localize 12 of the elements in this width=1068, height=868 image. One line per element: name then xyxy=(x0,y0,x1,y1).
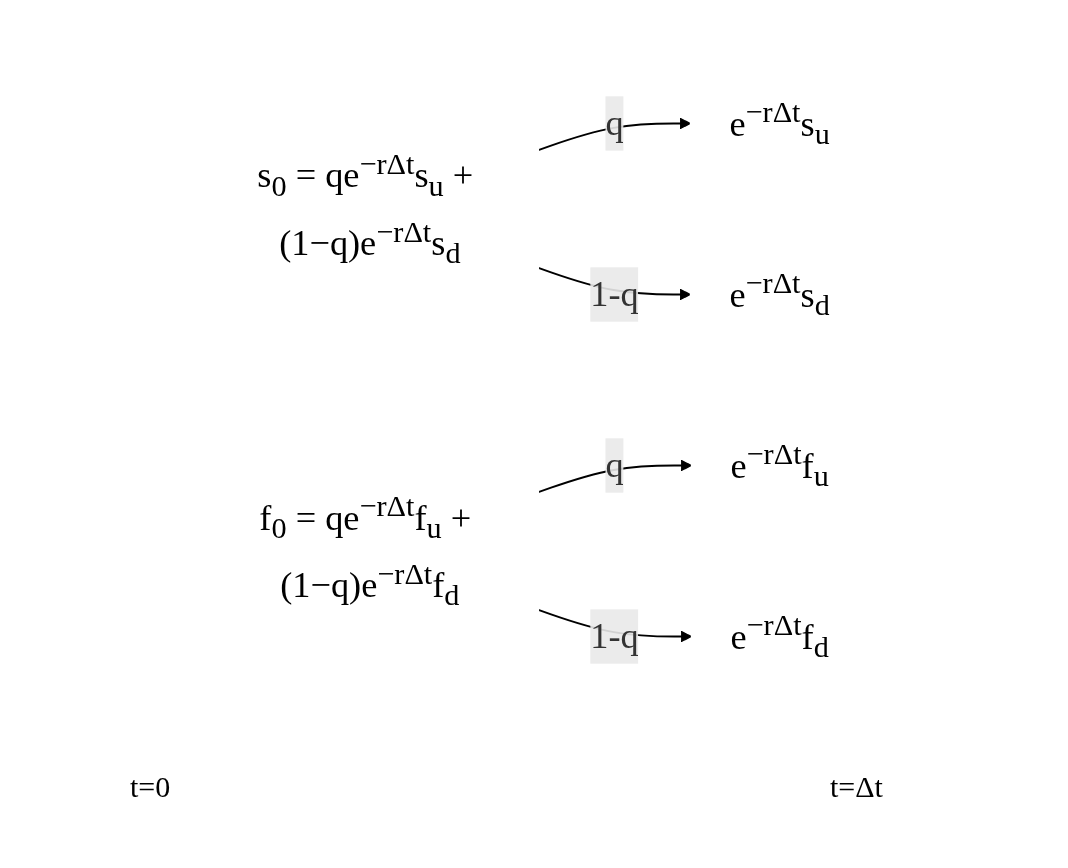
node-text: f$_{0}$ = qe$^{−rΔt}$f$_{u}$ + (1−q)e$^{−rΔt}$f$_{d}$ xyxy=(259,488,472,612)
node-text: e$^{−rΔt}$f$_{d}$ xyxy=(730,608,829,664)
edge-label: q xyxy=(605,102,624,143)
edge-label: 1-q xyxy=(590,273,639,314)
node-text: s$_{0}$ = qe$^{−rΔt}$s$_{u}$ + (1−q)e$^{−rΔt}$s$_{d}$ xyxy=(257,146,474,270)
time-label: t=Δt xyxy=(830,770,883,804)
node-text: e$^{−rΔt}$f$_{u}$ xyxy=(730,437,829,493)
time-label: t=0 xyxy=(130,770,171,804)
edge-label: q xyxy=(605,444,624,485)
node-text: e$^{−rΔt}$s$_{d}$ xyxy=(729,266,830,322)
edge-label: 1-q xyxy=(590,615,639,656)
node-text: e$^{−rΔt}$s$_{u}$ xyxy=(729,95,830,151)
